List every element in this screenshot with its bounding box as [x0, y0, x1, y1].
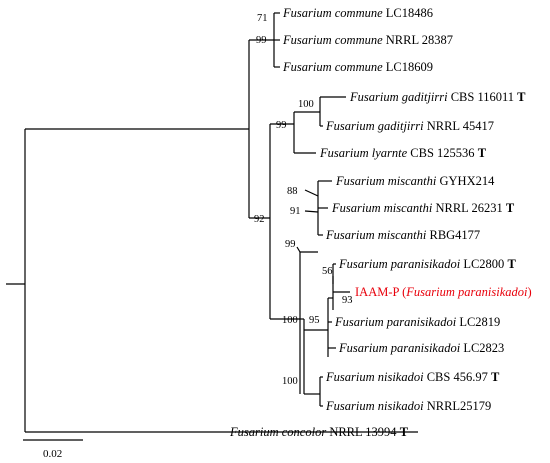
strain-id: NRRL 28387	[386, 33, 453, 47]
taxon-label: Fusarium gaditjirri CBS 116011 T	[349, 90, 526, 104]
species-epithet: nisikadoi	[378, 370, 424, 384]
taxon-label: Fusarium lyarnte CBS 125536 T	[319, 146, 487, 160]
genus-name: Fusarium	[229, 425, 279, 439]
taxon-label: Fusarium nisikadoi NRRL25179	[325, 399, 491, 413]
bootstrap-93: 93	[342, 295, 353, 306]
strain-id: LC18609	[386, 60, 433, 74]
genus-name: Fusarium	[325, 119, 375, 133]
bootstrap-99: 99	[276, 120, 287, 131]
species-epithet: gaditjirri	[378, 119, 424, 133]
strain-id: NRRL 45417	[427, 119, 494, 133]
bootstrap-99: 99	[285, 239, 296, 250]
bootstrap-values: 71 99 100 99 88 91 92 99 56 93 95 100 10…	[254, 13, 353, 387]
type-strain-marker: T	[478, 146, 487, 160]
leader-99c	[296, 246, 301, 253]
taxon-label: Fusarium miscanthi GYHX214	[335, 174, 495, 188]
taxon-label: Fusarium paranisikadoi LC2800 T	[338, 257, 516, 271]
genus-name: Fusarium	[325, 399, 375, 413]
strain-id: RBG4177	[429, 228, 480, 242]
species-name: Fusarium paranisikadoi	[405, 285, 528, 299]
taxon-label: Fusarium commune NRRL 28387	[282, 33, 453, 47]
scale-bar-label: 0.02	[43, 448, 62, 460]
taxon-label: Fusarium paranisikadoi LC2823	[338, 341, 504, 355]
taxon-label: Fusarium commune LC18486	[282, 6, 433, 20]
genus-name: Fusarium	[335, 174, 385, 188]
paren-open: (	[399, 285, 406, 299]
type-strain-marker: T	[506, 201, 515, 215]
species-epithet: commune	[335, 60, 383, 74]
leader-88	[304, 189, 319, 197]
strain-id: CBS 125536	[410, 146, 474, 160]
species-epithet: concolor	[282, 425, 327, 439]
taxon-label: IAAM-P (Fusarium paranisikadoi)	[355, 285, 532, 299]
species-epithet: lyarnte	[372, 146, 408, 160]
genus-name: Fusarium	[325, 228, 375, 242]
genus-name: Fusarium	[334, 315, 384, 329]
taxon-label: Fusarium paranisikadoi LC2819	[334, 315, 500, 329]
strain-id: GYHX214	[439, 174, 495, 188]
taxon-labels: Fusarium commune LC18486 Fusarium commun…	[229, 6, 532, 439]
strain-id: NRRL 13994	[329, 425, 397, 439]
species-epithet: paranisikadoi	[390, 341, 461, 355]
bootstrap-88: 88	[287, 186, 298, 197]
isolate-id: IAAM-P	[355, 285, 399, 299]
bootstrap-56: 56	[322, 266, 333, 277]
taxon-label: Fusarium nisikadoi CBS 456.97 T	[325, 370, 500, 384]
strain-id: LC2819	[459, 315, 500, 329]
bootstrap-99: 99	[256, 35, 267, 46]
genus-name: Fusarium	[325, 370, 375, 384]
strain-id: LC2800	[463, 257, 504, 271]
bootstrap-95: 95	[309, 315, 320, 326]
taxon-label: Fusarium concolor NRRL 13994 T	[229, 425, 409, 439]
strain-id: CBS 116011	[451, 90, 514, 104]
bootstrap-100: 100	[282, 315, 298, 326]
type-strain-marker: T	[491, 370, 500, 384]
genus-name: Fusarium	[349, 90, 399, 104]
bootstrap-91: 91	[290, 206, 301, 217]
species-epithet: gaditjirri	[402, 90, 448, 104]
bootstrap-100: 100	[298, 99, 314, 110]
species-epithet: miscanthi	[384, 201, 433, 215]
species-epithet: commune	[335, 33, 383, 47]
species-epithet: miscanthi	[388, 174, 437, 188]
bootstrap-71: 71	[257, 13, 268, 24]
taxon-label: Fusarium gaditjirri NRRL 45417	[325, 119, 494, 133]
strain-id: LC18486	[386, 6, 433, 20]
genus-name: Fusarium	[282, 33, 332, 47]
taxon-label: Fusarium commune LC18609	[282, 60, 433, 74]
bootstrap-100: 100	[282, 376, 298, 387]
scale-bar: 0.02	[23, 439, 83, 460]
species-epithet: nisikadoi	[378, 399, 424, 413]
species-epithet: miscanthi	[378, 228, 427, 242]
strain-id: NRRL25179	[427, 399, 492, 413]
genus-name: Fusarium	[282, 60, 332, 74]
genus-name: Fusarium	[338, 257, 388, 271]
genus-name: Fusarium	[319, 146, 369, 160]
type-strain-marker: T	[400, 425, 409, 439]
type-strain-marker: T	[517, 90, 526, 104]
bootstrap-92: 92	[254, 214, 265, 225]
strain-id: LC2823	[463, 341, 504, 355]
type-strain-marker: T	[507, 257, 516, 271]
species-epithet: paranisikadoi	[386, 315, 457, 329]
species-epithet: paranisikadoi	[390, 257, 461, 271]
taxon-label: Fusarium miscanthi RBG4177	[325, 228, 480, 242]
genus-name: Fusarium	[331, 201, 381, 215]
strain-id: NRRL 26231	[435, 201, 502, 215]
leader-91	[304, 210, 319, 213]
species-epithet: commune	[335, 6, 383, 20]
genus-name: Fusarium	[282, 6, 332, 20]
strain-id: CBS 456.97	[427, 370, 488, 384]
taxon-label: Fusarium miscanthi NRRL 26231 T	[331, 201, 515, 215]
tree-branches	[6, 12, 418, 433]
paren-close: )	[527, 285, 531, 299]
genus-name: Fusarium	[338, 341, 388, 355]
